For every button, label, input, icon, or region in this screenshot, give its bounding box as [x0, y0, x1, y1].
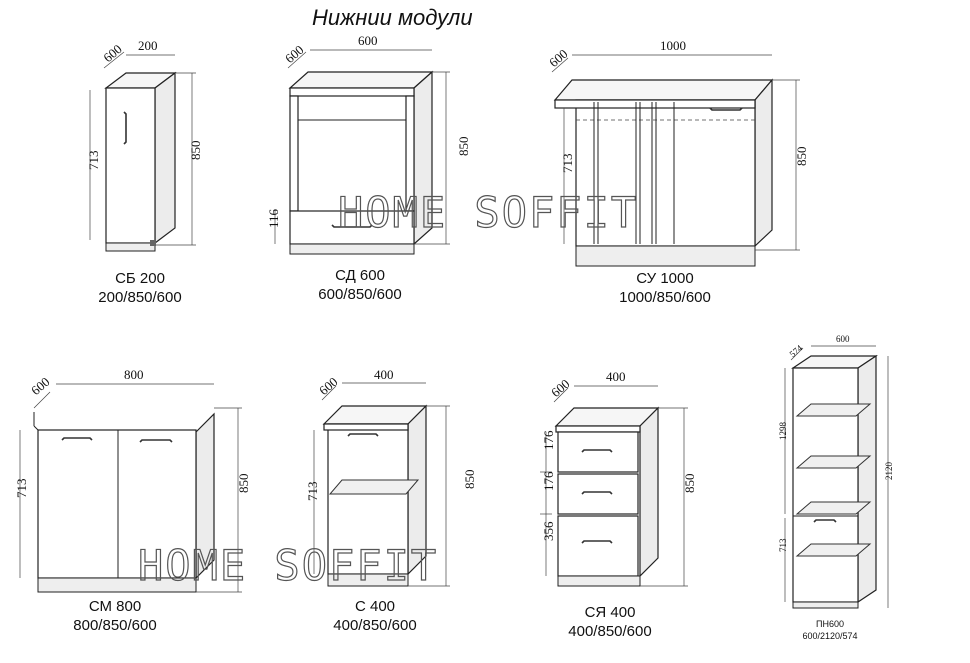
- sb200-inner-dim: 713: [86, 151, 101, 171]
- s400-dimensions: 600 400 713 850: [305, 367, 477, 587]
- su1000-dimensions: 600 1000 713 850: [546, 38, 809, 251]
- sya400-size: 400/850/600: [568, 623, 651, 640]
- pn600-name: ПН600: [816, 619, 844, 629]
- su1000-size: 1000/850/600: [619, 289, 711, 306]
- sya400-drawer3-dim: 356: [541, 521, 556, 541]
- su1000-height-dim: 850: [794, 147, 809, 167]
- sb200-drawing: [104, 71, 177, 252]
- sb200-depth-dim: 600: [100, 41, 125, 65]
- sm800-size: 800/850/600: [73, 617, 156, 634]
- sd600-name: СД 600: [335, 267, 385, 284]
- sb200-size: 200/850/600: [98, 289, 181, 306]
- sheet-title: Нижнии модули: [312, 5, 473, 30]
- sm800-depth-dim: 600: [28, 374, 53, 398]
- watermark-top: HOME SOFFIT: [338, 188, 638, 237]
- pn600-dimensions: 574 600 1298 713 2120: [778, 334, 894, 608]
- module-sb200: 600 200 713 850 СБ 200 200/850/600: [86, 38, 203, 306]
- su1000-drawing: [553, 78, 774, 267]
- su1000-width-dim: 1000: [660, 38, 686, 53]
- sya400-drawer2-dim: 176: [541, 471, 556, 491]
- sya400-width-dim: 400: [606, 369, 626, 384]
- module-pn600: 574 600 1298 713 2120 ПН600 600/2120/574: [778, 334, 894, 641]
- pn600-upper-dim: 1298: [778, 422, 788, 441]
- s400-size: 400/850/600: [333, 617, 416, 634]
- s400-name: С 400: [355, 598, 395, 615]
- sd600-size: 600/850/600: [318, 286, 401, 303]
- pn600-drawing: [791, 354, 878, 609]
- module-sm800: 600 800 713 850 СМ 800 800/850/600: [14, 367, 251, 634]
- sd600-drawing: [288, 70, 434, 255]
- s400-inner-dim: 713: [305, 482, 320, 502]
- sya400-drawing: [554, 406, 660, 587]
- sd600-height-dim: 850: [456, 137, 471, 157]
- sya400-height-dim: 850: [682, 474, 697, 494]
- s400-height-dim: 850: [462, 470, 477, 490]
- sm800-width-dim: 800: [124, 367, 144, 382]
- sya400-depth-dim: 600: [548, 376, 573, 400]
- pn600-depth-dim: 574: [787, 343, 804, 360]
- sm800-height-dim: 850: [236, 474, 251, 494]
- module-sya400: 600 400 176 176 356 850 СЯ 400 400/850/6…: [540, 369, 697, 640]
- sb200-width-dim: 200: [138, 38, 158, 53]
- sm800-name: СМ 800: [89, 598, 141, 615]
- su1000-name: СУ 1000: [636, 270, 693, 287]
- watermark-bottom: HOME SOFFIT: [138, 541, 438, 590]
- module-s400: 600 400 713 850 С 400 400/850/600: [305, 367, 477, 634]
- sm800-inner-dim: 713: [14, 479, 29, 499]
- s400-drawing: [322, 404, 428, 587]
- su1000-inner-dim: 713: [560, 154, 575, 174]
- sya400-drawer1-dim: 176: [541, 430, 556, 450]
- sb200-height-dim: 850: [188, 141, 203, 161]
- sd600-drawer-dim: 116: [266, 208, 281, 228]
- module-su1000: 600 1000 713 850 СУ 1000 1000/850/600: [546, 38, 809, 306]
- sya400-name: СЯ 400: [585, 604, 636, 621]
- sm800-drawing: [33, 412, 215, 593]
- s400-depth-dim: 600: [316, 374, 341, 398]
- pn600-width-dim: 600: [836, 334, 850, 344]
- pn600-lower-dim: 713: [778, 538, 788, 552]
- module-sd600: 600 600 116 850 СД 600 600/850/600: [266, 33, 471, 303]
- s400-width-dim: 400: [374, 367, 394, 382]
- sd600-depth-dim: 600: [282, 42, 307, 66]
- pn600-height-dim: 2120: [884, 462, 894, 481]
- sb200-name: СБ 200: [115, 270, 165, 287]
- pn600-size: 600/2120/574: [802, 631, 857, 641]
- su1000-depth-dim: 600: [546, 46, 571, 70]
- sd600-width-dim: 600: [358, 33, 378, 48]
- sb200-dimensions: 600 200 713 850: [86, 38, 203, 246]
